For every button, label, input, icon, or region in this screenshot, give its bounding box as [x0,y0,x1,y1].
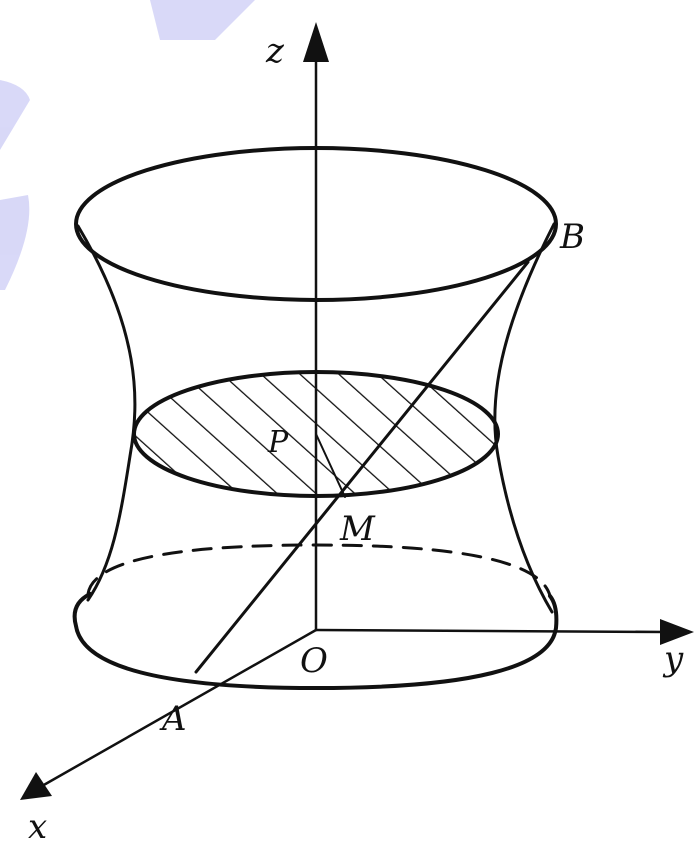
label-b: B [559,217,585,257]
top-ellipse [74,146,558,302]
label-m: M [339,509,376,549]
axes [20,22,694,800]
y-axis [314,628,670,634]
line-ab [194,260,530,674]
label-a: A [159,699,187,739]
segment-pm [315,433,346,498]
y-axis-arrowhead [660,619,694,645]
x-axis-arrowhead [20,772,52,800]
cross-section-ellipse [132,370,500,498]
cross-section-hatching [134,372,498,496]
bottom-ellipse-back [86,543,552,598]
x-axis [40,628,318,788]
label-z: z [265,31,285,71]
watermark [0,0,255,290]
right-silhouette [493,222,556,614]
label-p: P [267,425,289,460]
cross-section [132,370,500,498]
label-x: x [28,807,47,843]
left-silhouette [76,224,137,602]
bottom-ellipse-front [72,592,559,690]
label-o: O [300,641,328,681]
label-y: y [662,639,684,679]
z-axis-arrowhead [303,22,329,62]
